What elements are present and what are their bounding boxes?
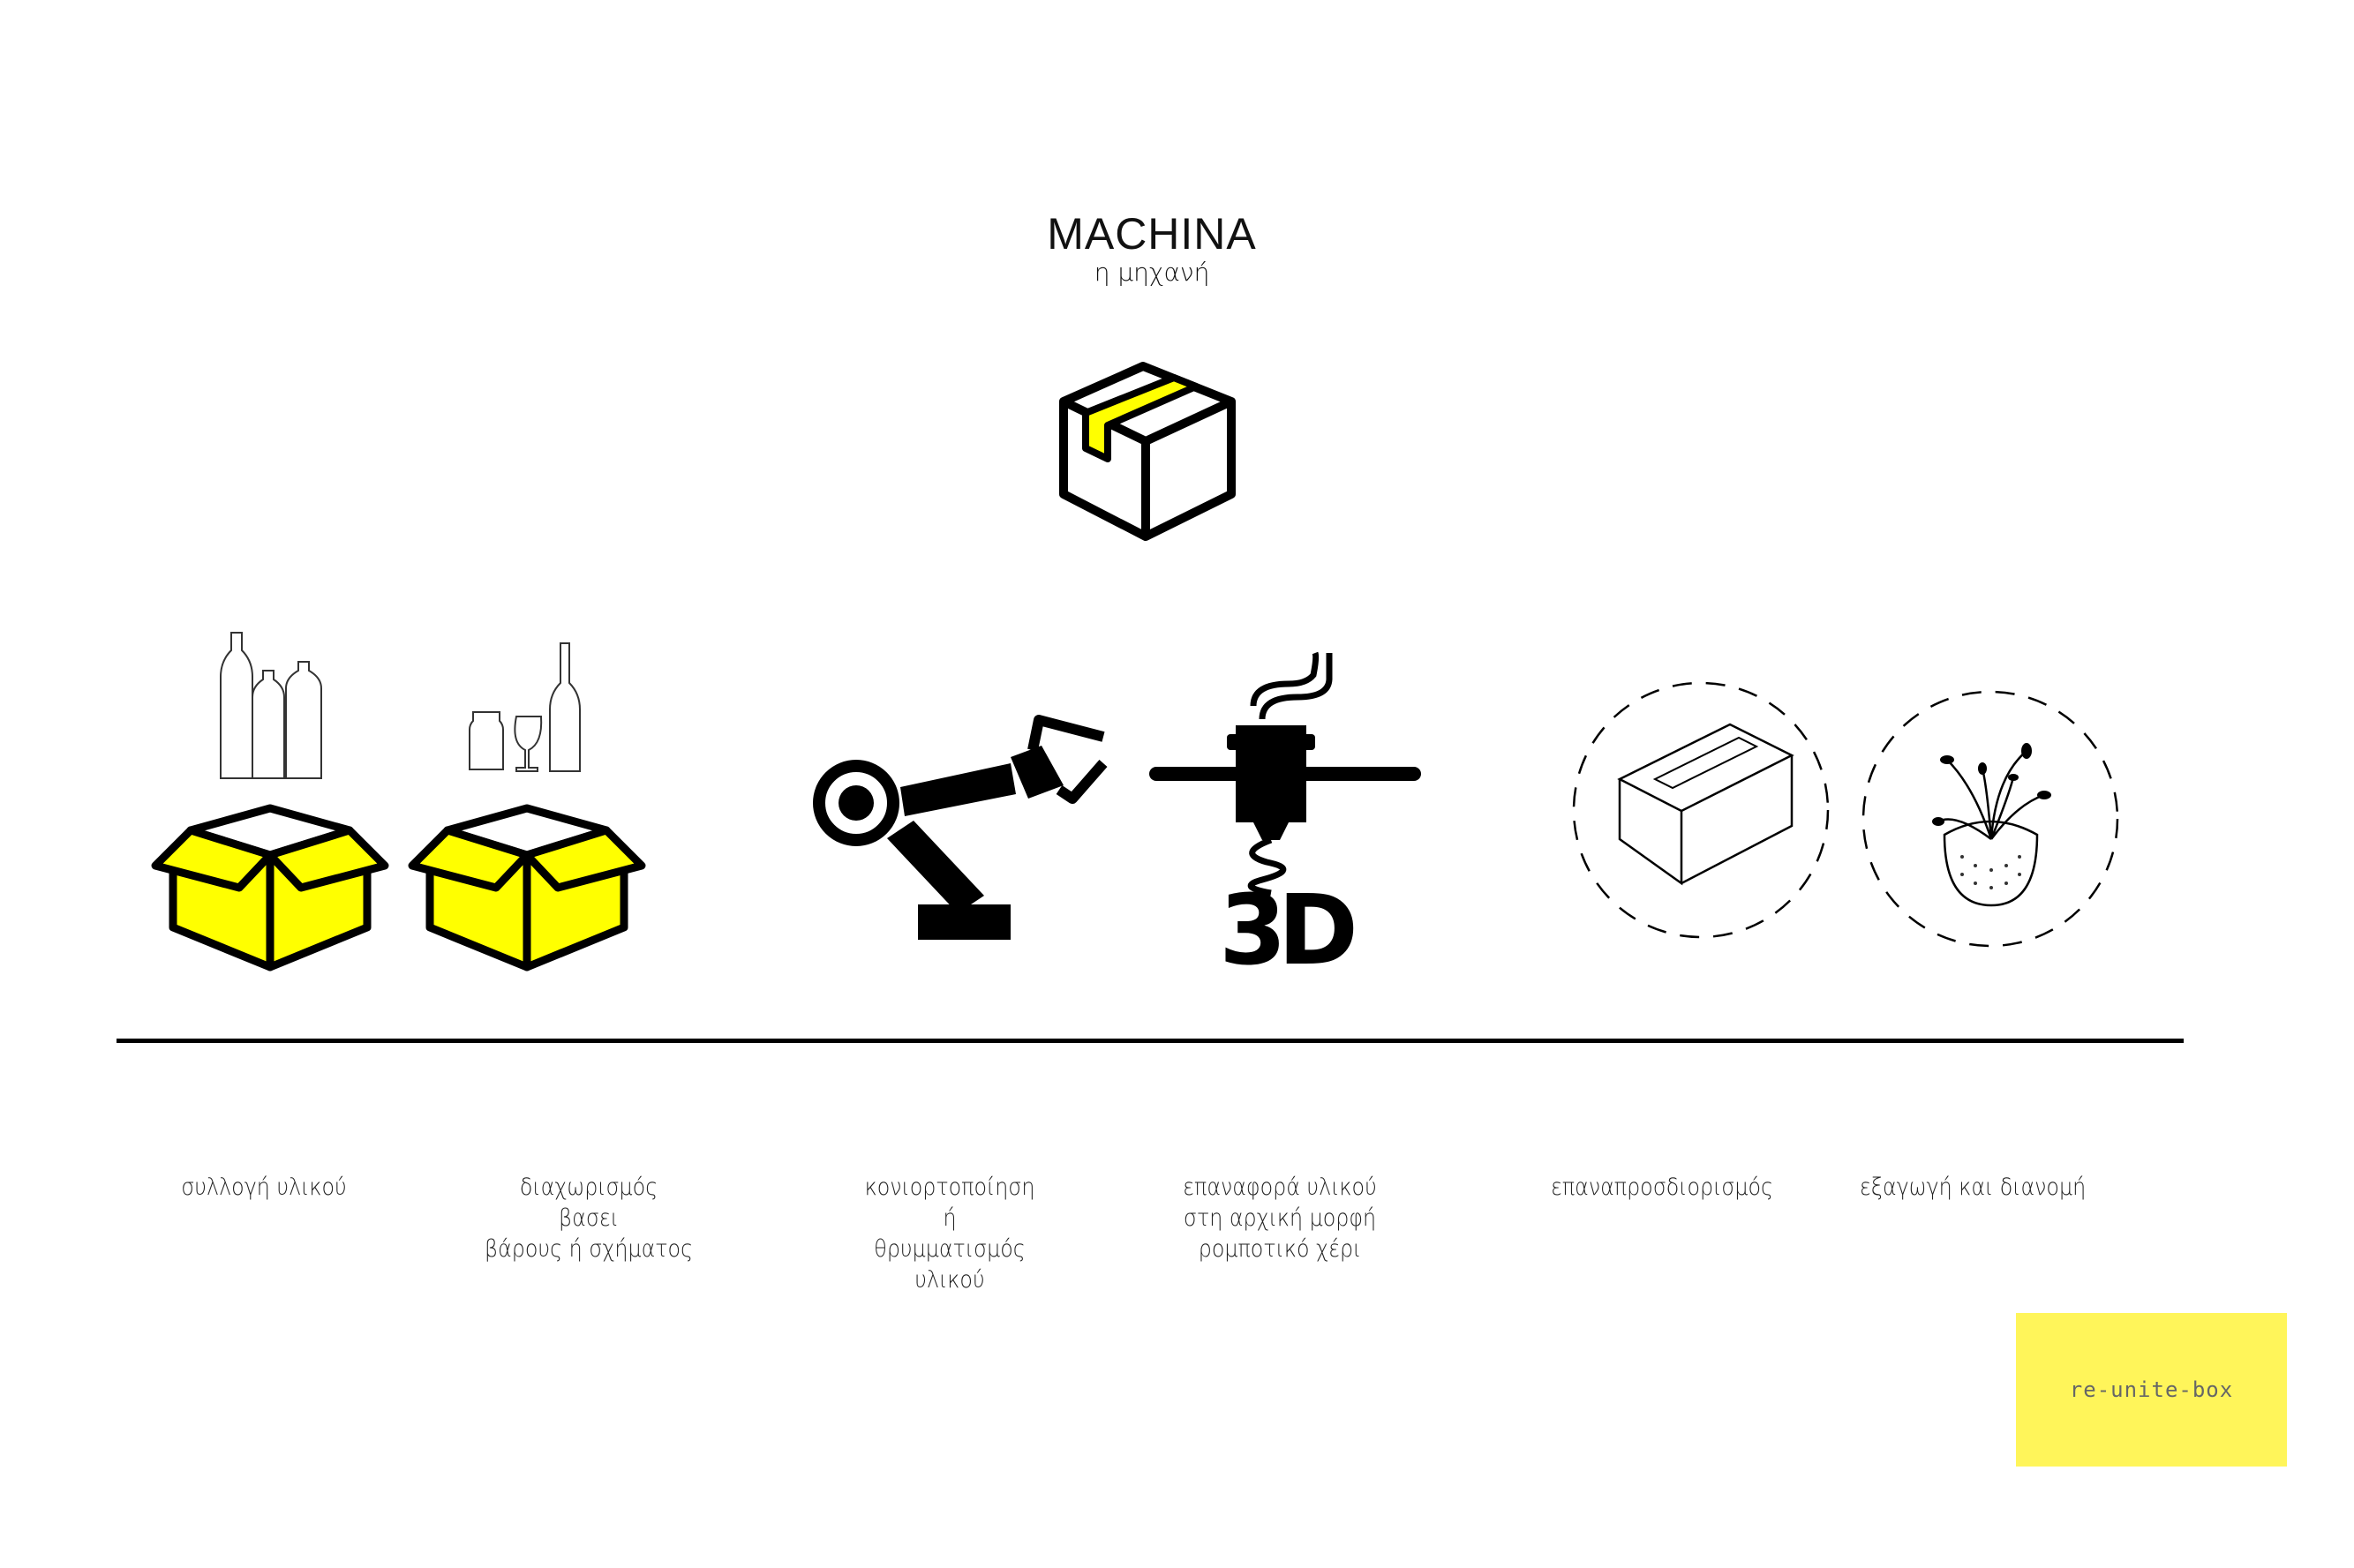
timeline-divider xyxy=(117,1039,2184,1043)
step-label-restoring: επαναφορά υλικού στη αρχική μορφή ρομποτ… xyxy=(1117,1172,1443,1264)
step-label-sorting: διαχωρισμός βασει βάρους ή σχήματος xyxy=(425,1172,752,1264)
page-subtitle: η μηχανή xyxy=(1094,258,1210,287)
label-line: ρομποτικό χέρι xyxy=(1198,1235,1362,1263)
3d-printer-icon: 3D xyxy=(1149,651,1421,987)
glass-jars-icon xyxy=(469,642,581,772)
label-line: ή xyxy=(943,1204,957,1232)
label-line: υλικού xyxy=(914,1266,985,1294)
label-line: επαναπροσδιορισμός xyxy=(1551,1174,1773,1201)
label-line: επαναφορά υλικού xyxy=(1183,1174,1377,1201)
open-box-icon xyxy=(408,804,646,972)
printer-3d-label: 3D xyxy=(1219,874,1354,987)
robot-arm-icon xyxy=(813,715,1108,940)
label-line: διαχωρισμός xyxy=(519,1174,658,1201)
label-line: θρυμματισμός xyxy=(874,1235,1026,1263)
package-icon xyxy=(1059,362,1236,541)
label-line: συλλογή υλικού xyxy=(181,1174,347,1201)
step-label-crushing: κονιορτοποίηση ή θρυμματισμός υλικού xyxy=(786,1172,1113,1295)
planter-icon xyxy=(1861,690,2119,948)
open-box-icon xyxy=(151,804,389,972)
plastic-bottles-icon xyxy=(220,632,322,779)
label-line: εξαγωγή και διανομή xyxy=(1859,1174,2087,1201)
label-line: βασει xyxy=(559,1204,619,1232)
label-line: κονιορτοποίηση xyxy=(864,1174,1035,1201)
label-line: στη αρχική μορφή xyxy=(1183,1204,1377,1232)
page-title: MACHINA xyxy=(1047,209,1257,259)
brand-badge: re-unite-box xyxy=(2016,1313,2287,1467)
label-line: βάρους ή σχήματος xyxy=(484,1235,694,1263)
step-label-redefinition: επαναπροσδιορισμός xyxy=(1499,1172,1825,1203)
brand-badge-label: re-unite-box xyxy=(2069,1377,2234,1402)
step-label-distribution: εξαγωγή και διανομή xyxy=(1809,1172,2136,1203)
step-label-collection: συλλογή υλικού xyxy=(101,1172,427,1203)
brick-icon xyxy=(1572,681,1830,939)
